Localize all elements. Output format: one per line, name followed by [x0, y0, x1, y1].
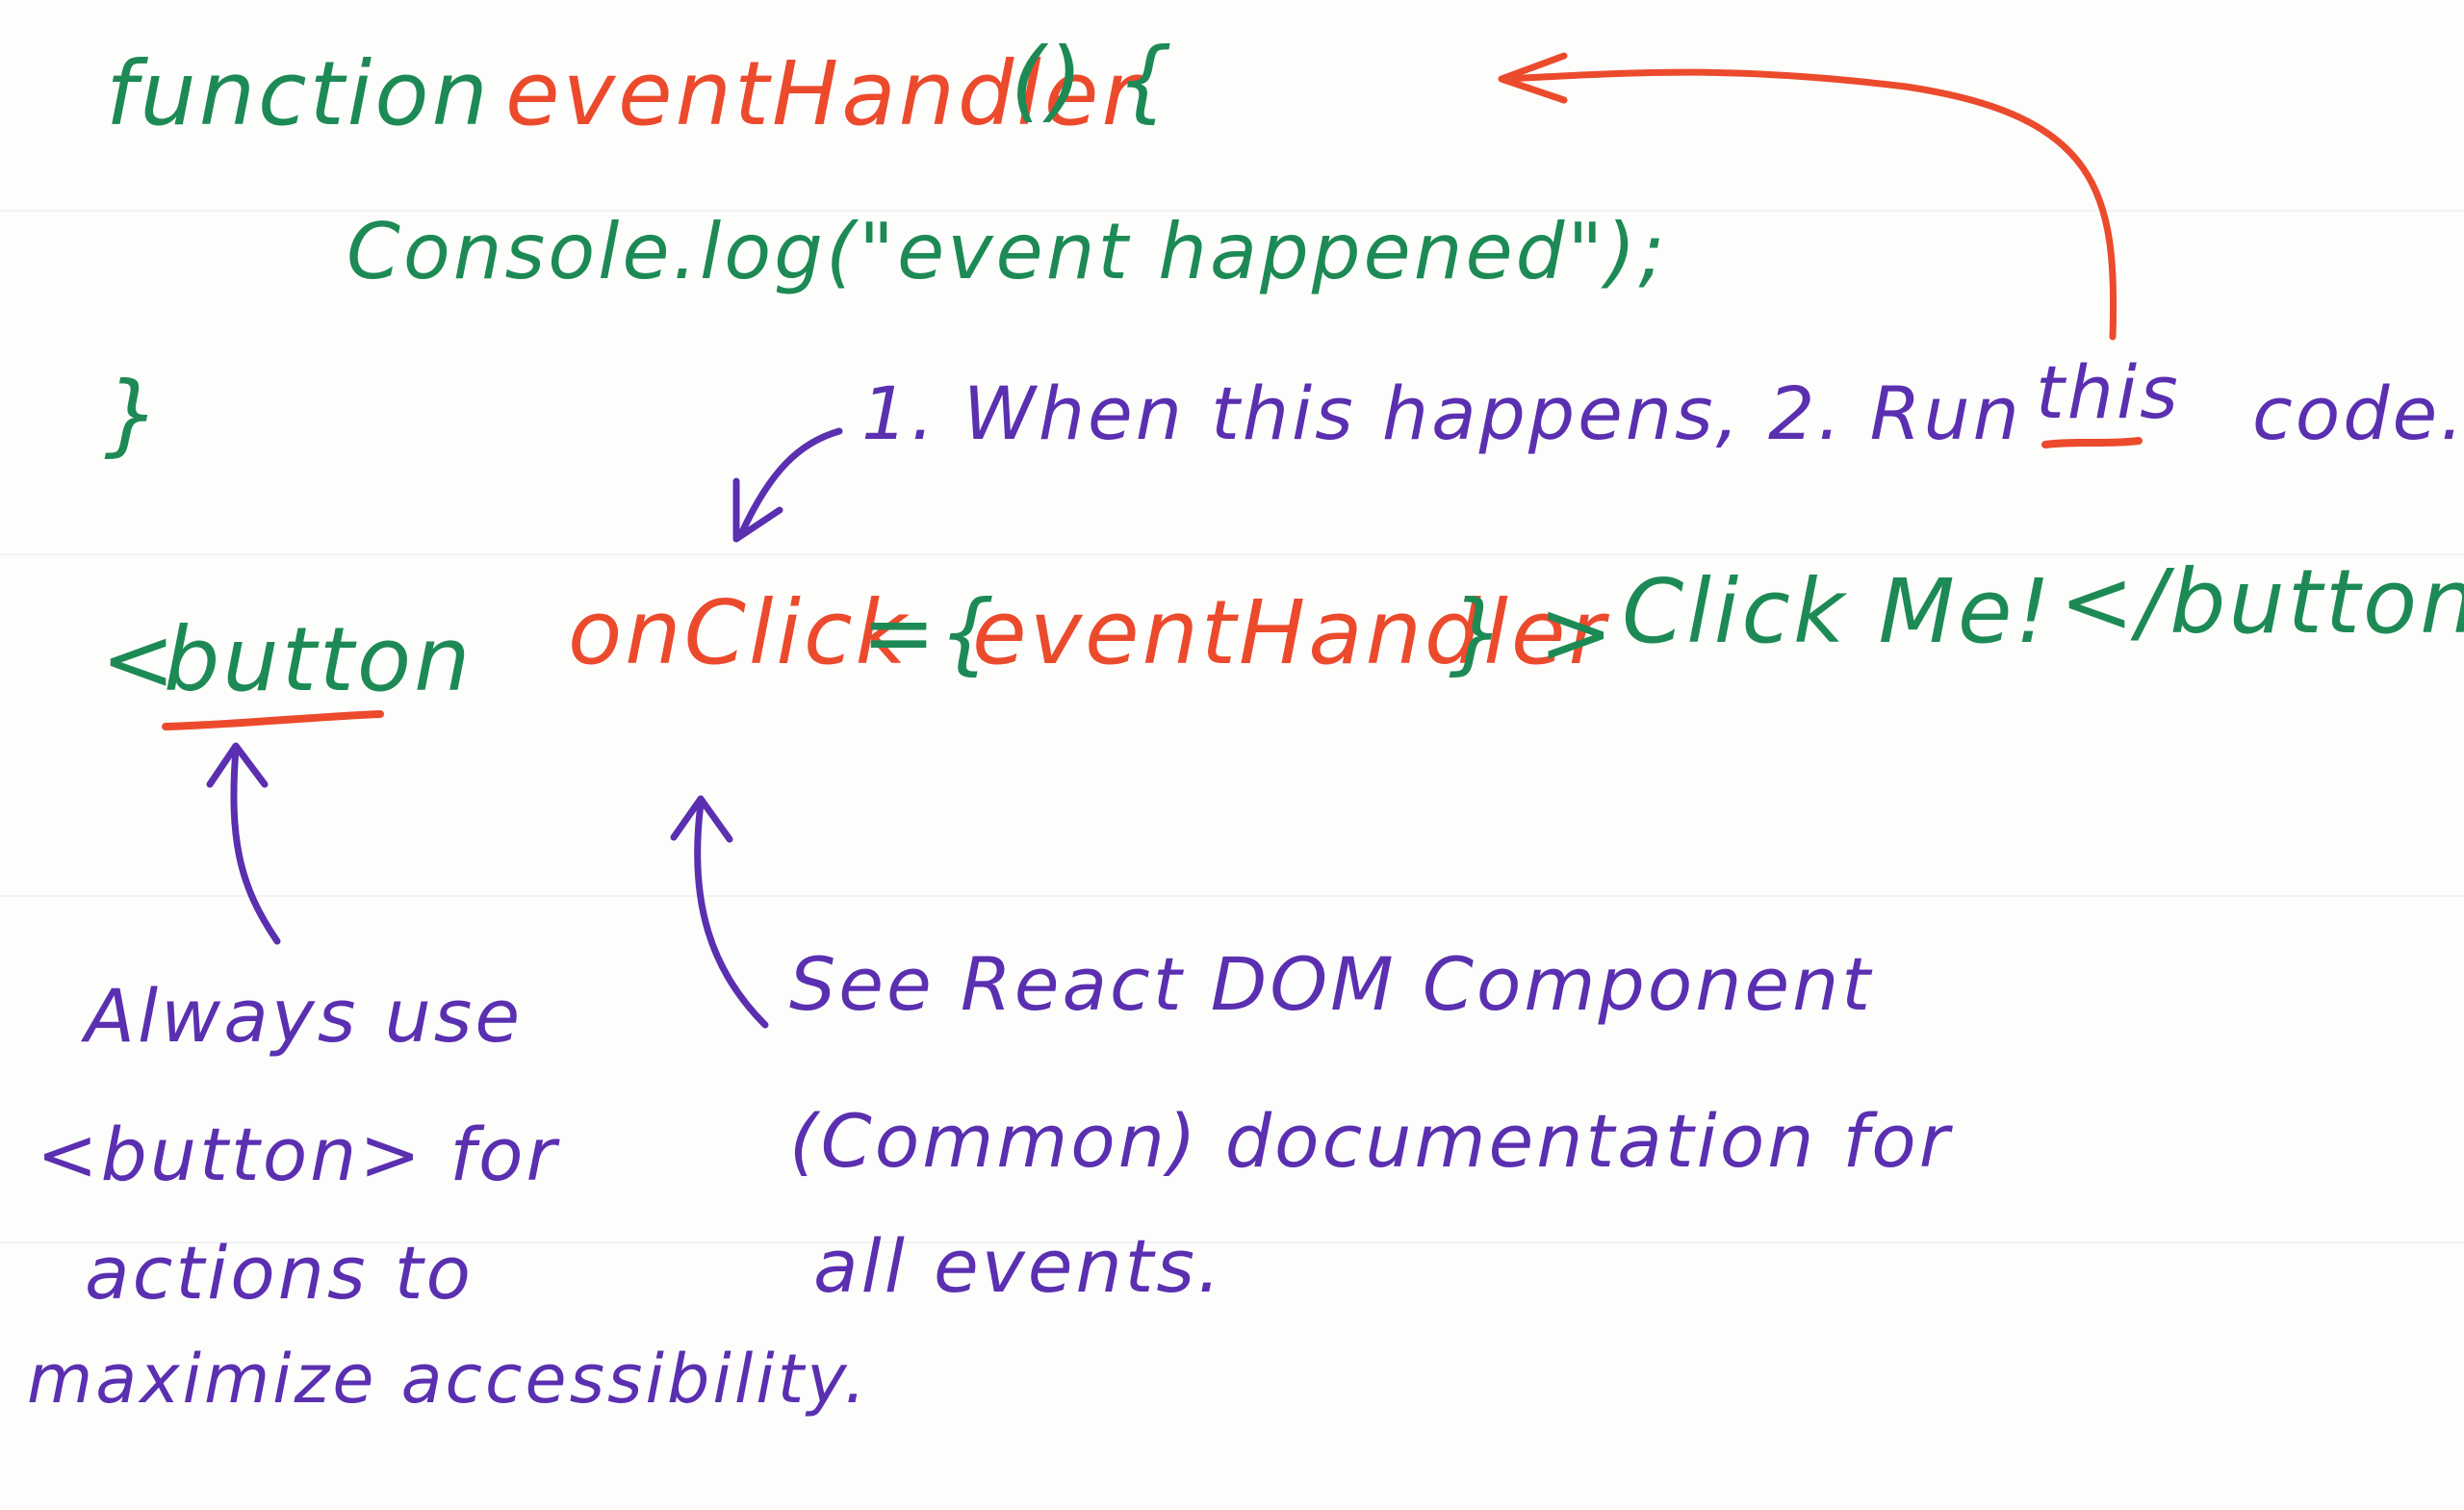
code-keyword-function: function [106, 42, 491, 145]
note-always-use-line4: maximize accessibility. [27, 1340, 869, 1419]
note-see-docs-line1: See React DOM Component [789, 941, 1874, 1027]
paper-rule-line [0, 1241, 2464, 1243]
code-onclick-attribute: onClick [568, 581, 910, 684]
note-always-use-line1: Always use [85, 973, 524, 1059]
code-close-button-tag: </button> [2060, 550, 2464, 653]
paper-rule-line [0, 210, 2464, 212]
note-see-docs-line2: (Common) documentation for [789, 1098, 1953, 1184]
code-button-open-bracket: < [101, 608, 179, 711]
code-close-brace: } [104, 363, 164, 466]
note-always-use-line3: actions to [85, 1230, 474, 1316]
code-attr-handler: eventHandler [972, 581, 1608, 684]
code-click-me-text: Click Me! [1622, 560, 2054, 663]
note-always-use-line2: <button> for [37, 1112, 559, 1197]
paper-rule-line [0, 895, 2464, 897]
note-see-docs-line3: all events. [813, 1223, 1224, 1309]
code-function-name: eventHandler [505, 42, 1142, 145]
note-code-word: code. [2252, 371, 2464, 456]
note-when-this-happens: 1. When this happens, 2. Run [861, 371, 2022, 456]
code-console-log-line: Console.log("event happened"); [346, 207, 1668, 296]
paper-rule-line [0, 553, 2464, 555]
code-parens-brace: () { [1011, 29, 1176, 132]
code-attr-close: } > [1449, 581, 1616, 684]
code-button-tag: button [164, 608, 474, 711]
note-this-word: this [2036, 349, 2181, 435]
code-attr-equals-brace: ={ [861, 581, 998, 684]
